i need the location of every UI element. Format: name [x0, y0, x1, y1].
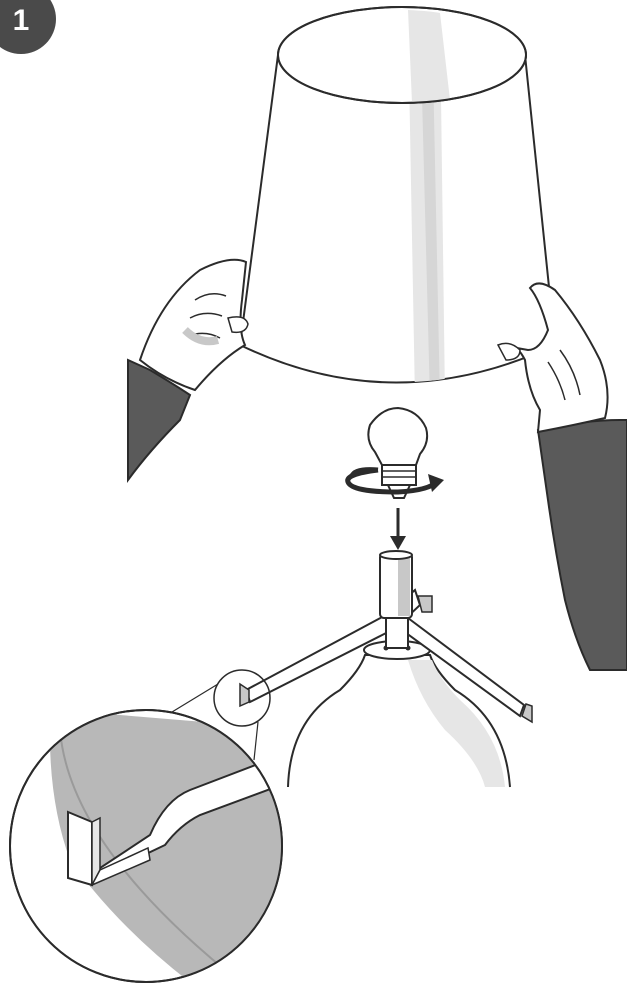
- left-hand: [128, 260, 248, 480]
- lamp-shade: [240, 7, 555, 400]
- lamp-socket: [380, 551, 412, 618]
- down-arrow-icon: [390, 508, 406, 550]
- step-number: 1: [0, 0, 42, 36]
- light-bulb: [368, 408, 427, 498]
- magnified-detail: [10, 710, 300, 987]
